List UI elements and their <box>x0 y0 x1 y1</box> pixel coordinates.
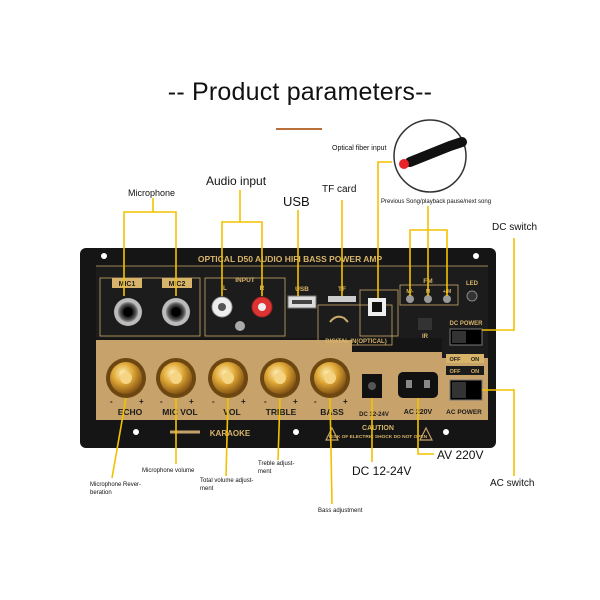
panel-header: OPTICAL D50 AUDIO HIFI BASS POWER AMP <box>198 254 383 264</box>
screw-hole <box>101 253 107 259</box>
callout-dc-switch: DC switch <box>492 222 538 233</box>
callout-previous-song: Previous Song/playback pause/next song <box>381 199 492 205</box>
svg-text:OFF: OFF <box>450 357 462 363</box>
svg-text:ON: ON <box>471 357 479 363</box>
svg-text:-: - <box>212 397 215 406</box>
bass-knob <box>310 358 350 398</box>
prev-button <box>406 295 414 303</box>
ac-socket <box>398 372 438 398</box>
digital-in-label: DIGITAL IN(OPTICAL) <box>325 339 386 345</box>
karaoke-label: KARAOKE <box>210 429 251 438</box>
svg-text:+: + <box>189 397 194 406</box>
callout-microphone-reverberation: Microphone Rever- beration <box>90 482 142 496</box>
svg-text:+: + <box>241 397 246 406</box>
callout-tf-card: TF card <box>322 184 357 195</box>
warning-icon <box>325 426 339 441</box>
treble-label: TRIBLE <box>266 407 297 417</box>
play-button <box>424 295 432 303</box>
usb-panel-label: USB <box>295 286 309 293</box>
echo-label: ECHO <box>118 407 143 417</box>
svg-text:-: - <box>264 397 267 406</box>
caution-sub: RISK OF ELECTRIC SHOCK DO NOT OPEN <box>329 434 428 440</box>
callout-av-220v: AV 220V <box>437 448 484 462</box>
mic1-label: MIC1 <box>119 281 136 288</box>
dc-12-24v-panel-label: DC 12-24V <box>359 412 389 418</box>
callout-microphone: Microphone <box>128 188 176 198</box>
screw-hole <box>293 429 299 435</box>
mic2-label: MIC2 <box>169 281 186 288</box>
screw-hole <box>443 429 449 435</box>
callout-audio-input: Audio input <box>206 174 267 188</box>
led-label: LED <box>466 281 479 287</box>
callout-ac-switch: AC switch <box>490 478 535 489</box>
led-indicator <box>466 290 478 302</box>
bass-label: BASS <box>320 407 344 417</box>
svg-text:-: - <box>160 397 163 406</box>
cable-icon <box>329 315 349 323</box>
vol-label: VOL <box>223 407 240 417</box>
input-label: INPUT <box>235 277 255 284</box>
callout-optical-fiber-input: Optical fiber input <box>332 145 387 152</box>
page-title: -- Product parameters-- <box>167 78 433 106</box>
svg-text:+: + <box>293 397 298 406</box>
next-button <box>443 295 451 303</box>
svg-text:ON: ON <box>471 369 479 375</box>
callout-bass-adjustment: Bass adjustment <box>318 508 363 514</box>
screw-hole <box>133 429 139 435</box>
callout-total-volume: Total volume adjust- ment <box>200 478 254 492</box>
input-l-label: L <box>223 285 227 292</box>
dc-power-label: DC POWER <box>450 321 484 327</box>
svg-text:OFF: OFF <box>450 369 462 375</box>
vol-knob <box>208 358 248 398</box>
caution-label: CAUTION <box>362 425 394 432</box>
mic-vol-label: MIC VOL <box>162 407 197 417</box>
callout-dc-12-24v: DC 12-24V <box>352 464 412 478</box>
svg-text:-: - <box>110 397 113 406</box>
ir-label: IR <box>422 334 429 340</box>
ir-receiver <box>418 318 432 330</box>
echo-knob <box>106 358 146 398</box>
screw-hole <box>473 253 479 259</box>
callout-microphone-volume: Microphone volume <box>142 468 195 474</box>
ac-power-label: AC POWER <box>446 409 482 416</box>
svg-text:+: + <box>139 397 144 406</box>
callout-usb: USB <box>283 194 310 209</box>
ground-screw <box>235 321 245 331</box>
svg-text:-: - <box>314 397 317 406</box>
tf-slot <box>328 296 356 302</box>
callout-treble: Treble adjust- ment <box>258 461 295 475</box>
title-underline <box>276 128 322 130</box>
optical-light-icon <box>399 159 409 169</box>
svg-text:+: + <box>343 397 348 406</box>
treble-knob <box>260 358 300 398</box>
warning-icon <box>419 426 433 441</box>
mic-vol-knob <box>156 358 196 398</box>
